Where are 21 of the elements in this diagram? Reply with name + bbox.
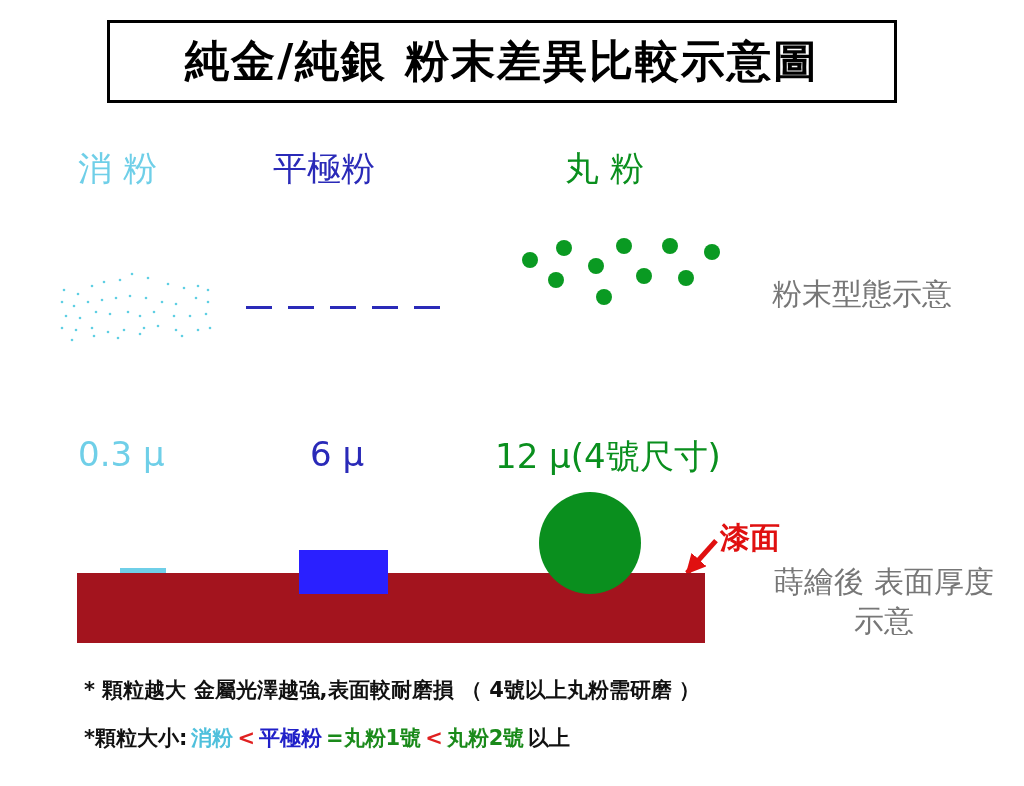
size-label: 12 μ(4號尺寸) (495, 435, 721, 478)
row-label: 粉末型態示意 (772, 275, 952, 313)
note-text: 丸粉2號 (446, 725, 525, 752)
arrow (685, 538, 718, 575)
size-label: 0.3 μ (78, 434, 165, 474)
powder-name: 消 粉 (78, 147, 157, 190)
row-label: 蒔繪後 表面厚度示意 (773, 563, 995, 640)
note-text: 以上 (528, 725, 571, 752)
lacquer-layer (77, 573, 705, 643)
note-text: 平極粉 (259, 725, 322, 752)
note: * 顆粒越大 金屬光澤越強,表面較耐磨損 （ 4號以上丸粉需研磨 ） (84, 677, 701, 704)
comparison-sign: < (237, 726, 255, 750)
note-text: =丸粉1號 (326, 725, 422, 752)
comparison-sign: < (425, 726, 443, 750)
powder-name: 丸 粉 (565, 147, 644, 190)
size-label: 6 μ (310, 434, 365, 474)
note-text: *顆粒大小: (84, 725, 188, 752)
title: 純金/純銀 粉末差異比較示意圖 (107, 20, 897, 103)
powder-name: 平極粉 (273, 147, 375, 190)
note-text: 消粉 (191, 725, 234, 752)
callout-label: 漆面 (720, 518, 780, 559)
